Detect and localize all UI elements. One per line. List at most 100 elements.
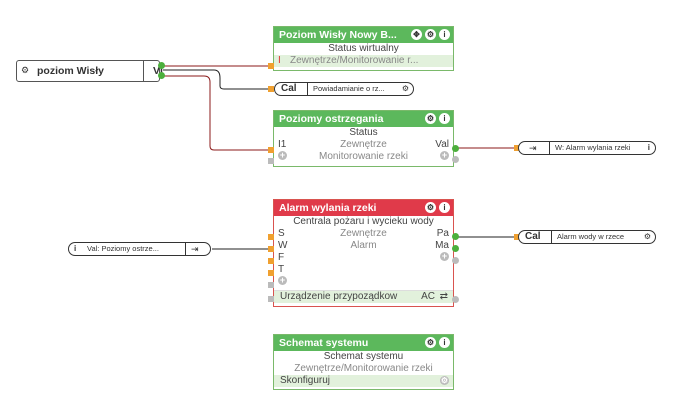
pin-label: W — [278, 240, 288, 251]
alarm-ref-block[interactable]: ⇥ W: Alarm wylania rzeki i — [518, 141, 656, 155]
alarm-add-output-pin[interactable] — [452, 257, 459, 264]
add-output-icon[interactable]: + — [440, 150, 449, 160]
status-block-info: Zewnętrze/Monitorowanie r... — [290, 55, 419, 66]
levels-output-pin[interactable] — [452, 145, 459, 152]
notify-label: Powiadamianie o rz... — [313, 84, 385, 93]
notify-input-pin[interactable] — [268, 86, 274, 92]
alarm-block[interactable]: Alarm wylania rzeki ⚙ i Centrala pożaru … — [273, 199, 454, 307]
info-icon[interactable]: i — [439, 202, 450, 213]
alarm-water-ref-block[interactable]: Cal Alarm wody w rzece ⚙ — [518, 230, 656, 244]
alarm-ref-pin[interactable] — [514, 145, 520, 151]
alarm-category: Alarm — [350, 240, 377, 251]
notify-block[interactable]: Cal Powiadamianie o rz... ⚙ — [274, 82, 414, 96]
schema-block-title: Schemat systemu — [279, 337, 369, 349]
wire-vi-to-notify — [163, 69, 270, 90]
pin-label: F — [278, 252, 285, 263]
alarm-row-f: F + — [274, 252, 453, 264]
add-output-icon[interactable]: + — [440, 251, 449, 261]
info-icon[interactable]: i — [647, 143, 650, 152]
alarm-add-input-pin[interactable] — [268, 282, 274, 288]
alarm-ref-label: W: Alarm wylania rzeki — [555, 143, 631, 152]
val-ref-block[interactable]: i Val: Poziomy ostrze... ⇥ — [68, 242, 211, 256]
levels-input-pin[interactable] — [268, 147, 274, 153]
configure-row[interactable]: Skonfiguruj ⚙ — [274, 375, 453, 387]
info-icon[interactable]: i — [439, 337, 450, 348]
vi-output-pin[interactable] — [158, 72, 165, 79]
info-icon[interactable]: i — [439, 29, 450, 40]
alarm-input-pin-t[interactable] — [268, 270, 274, 276]
alarm-block-title: Alarm wylania rzeki — [279, 202, 377, 214]
gear-icon[interactable]: ⚙ — [21, 65, 30, 75]
gear-icon[interactable]: ⚙ — [440, 376, 449, 385]
configure-label: Skonfiguruj — [280, 375, 331, 386]
alarm-output-pin-pa[interactable] — [452, 233, 459, 240]
info-icon[interactable]: i — [439, 113, 450, 124]
levels-add-output-pin[interactable] — [452, 156, 459, 163]
add-input-icon[interactable]: + — [278, 150, 287, 160]
status-input-pin[interactable] — [268, 63, 274, 69]
status-block-header: Poziom Wisły Nowy B... ✥ ⚙ i — [274, 27, 453, 43]
notify-tag: Cal — [281, 83, 297, 94]
move-icon[interactable]: ✥ — [411, 29, 422, 40]
alarm-output-pin-ma[interactable] — [452, 245, 459, 252]
add-input-icon[interactable]: + — [278, 275, 287, 285]
pin-label: Val — [435, 139, 449, 150]
alarm-ref-divider — [549, 142, 550, 154]
water-ref-pin[interactable] — [514, 234, 520, 240]
pin-label: S — [278, 228, 285, 239]
alarm-row-s: S Zewnętrze Pa — [274, 228, 453, 240]
alarm-input-pin-s[interactable] — [268, 234, 274, 240]
swap-icon[interactable]: ⇄ — [439, 291, 448, 302]
alarm-water-label: Alarm wody w rzece — [557, 232, 625, 241]
input-block-divider — [143, 61, 144, 81]
pin-label: Pa — [436, 228, 449, 239]
gear-icon[interactable]: ⚙ — [425, 202, 436, 213]
alarm-footer-tag: AC — [421, 291, 435, 302]
gear-icon[interactable]: ⚙ — [425, 337, 436, 348]
levels-block[interactable]: Poziomy ostrzegania ⚙ i Status I1 Zewnęt… — [273, 110, 454, 167]
status-block[interactable]: Poziom Wisły Nowy B... ✥ ⚙ i Status wirt… — [273, 26, 454, 71]
status-block-subtitle: Status wirtualny — [328, 43, 399, 54]
schema-block-info: Zewnętrze/Monitorowanie rzeki — [294, 363, 433, 374]
info-icon[interactable]: i — [74, 244, 77, 253]
alarm-input-pin-f[interactable] — [268, 258, 274, 264]
notify-divider — [307, 83, 308, 95]
levels-block-category-row: + Monitorowanie rzeki + — [274, 151, 453, 163]
alarm-location: Zewnętrze — [340, 228, 387, 239]
alarm-footer[interactable]: Urządzenie przypoządkow AC ⇄ — [274, 290, 453, 303]
alarm-block-subtitle: Centrala pożaru i wycieku wody — [293, 216, 434, 227]
levels-block-io-row: I1 Zewnętrze Val — [274, 139, 453, 151]
status-block-title: Poziom Wisły Nowy B... — [279, 29, 397, 41]
levels-block-header: Poziomy ostrzegania ⚙ i — [274, 111, 453, 127]
vi-output-pin[interactable] — [158, 62, 165, 69]
alarm-row-w: W Alarm Ma — [274, 240, 453, 252]
val-ref-label: Val: Poziomy ostrze... — [87, 244, 159, 253]
alarm-footer-output-pin[interactable] — [452, 296, 459, 303]
gear-icon[interactable]: ⚙ — [643, 232, 651, 241]
input-block-tag: VI — [153, 65, 163, 77]
input-block[interactable]: ⚙ poziom Wisły VI — [16, 60, 163, 82]
input-block-label: poziom Wisły — [37, 65, 104, 77]
pin-label: Ma — [435, 240, 449, 251]
val-ref-divider — [185, 243, 186, 255]
alarm-row-t: T — [274, 264, 453, 276]
schema-block[interactable]: Schemat systemu ⚙ i Schemat systemu Zewn… — [273, 334, 454, 390]
gear-icon[interactable]: ⚙ — [425, 113, 436, 124]
status-block-input-row: I Zewnętrze/Monitorowanie r... — [274, 55, 453, 67]
levels-add-pin[interactable] — [268, 158, 274, 164]
levels-block-subtitle: Status — [349, 127, 378, 138]
alarm-input-pin-w[interactable] — [268, 246, 274, 252]
alarm-water-divider — [551, 231, 552, 243]
alarm-water-tag: Cal — [525, 231, 541, 242]
pin-label: T — [278, 264, 285, 275]
alarm-row-add: + — [274, 276, 453, 288]
alarm-footer-label: Urządzenie przypoządkow — [280, 291, 398, 302]
gear-icon[interactable]: ⚙ — [425, 29, 436, 40]
alarm-footer-pin[interactable] — [268, 296, 274, 302]
wire-vi-to-levels — [163, 75, 270, 151]
levels-category: Monitorowanie rzeki — [319, 151, 408, 162]
gear-icon[interactable]: ⚙ — [401, 84, 409, 93]
reference-icon: ⇥ — [529, 143, 537, 153]
alarm-block-header: Alarm wylania rzeki ⚙ i — [274, 200, 453, 216]
